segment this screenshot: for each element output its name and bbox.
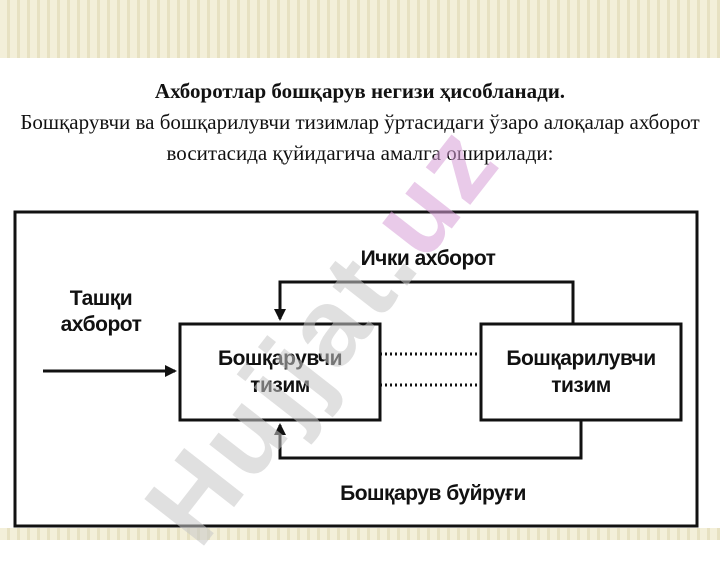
footer-stripes bbox=[0, 528, 720, 540]
control-command-label: Бошқарув буйруғи bbox=[340, 482, 526, 505]
controlled-system-box bbox=[479, 322, 683, 422]
intro-text: Ахборотлар бошқарув негизи ҳисобланади. … bbox=[20, 76, 700, 169]
external-info-label-line2: ахборот bbox=[61, 313, 142, 336]
controlling-system-label-line2: тизим bbox=[250, 374, 310, 397]
diagram-frame bbox=[13, 210, 699, 528]
external-info-label-line1: Ташқи bbox=[70, 287, 132, 310]
control-diagram: Ташқи ахборот Бошқарувчи тизим Бошқарилу… bbox=[13, 210, 699, 528]
header-stripes bbox=[0, 0, 720, 58]
controlled-system-label-line1: Бошқарилувчи bbox=[506, 347, 655, 370]
internal-info-label: Ички ахборот bbox=[361, 247, 496, 270]
intro-title: Ахборотлар бошқарув негизи ҳисобланади. bbox=[154, 79, 566, 103]
intro-body: Бошқарувчи ва бошқарилувчи тизимлар ўрта… bbox=[20, 110, 700, 165]
controlling-system-label-line1: Бошқарувчи bbox=[218, 347, 342, 370]
controlling-system-box bbox=[178, 322, 382, 422]
internal-info-path bbox=[274, 280, 575, 324]
controlled-system-label-line2: тизим bbox=[551, 374, 611, 397]
control-command-path bbox=[274, 420, 583, 460]
